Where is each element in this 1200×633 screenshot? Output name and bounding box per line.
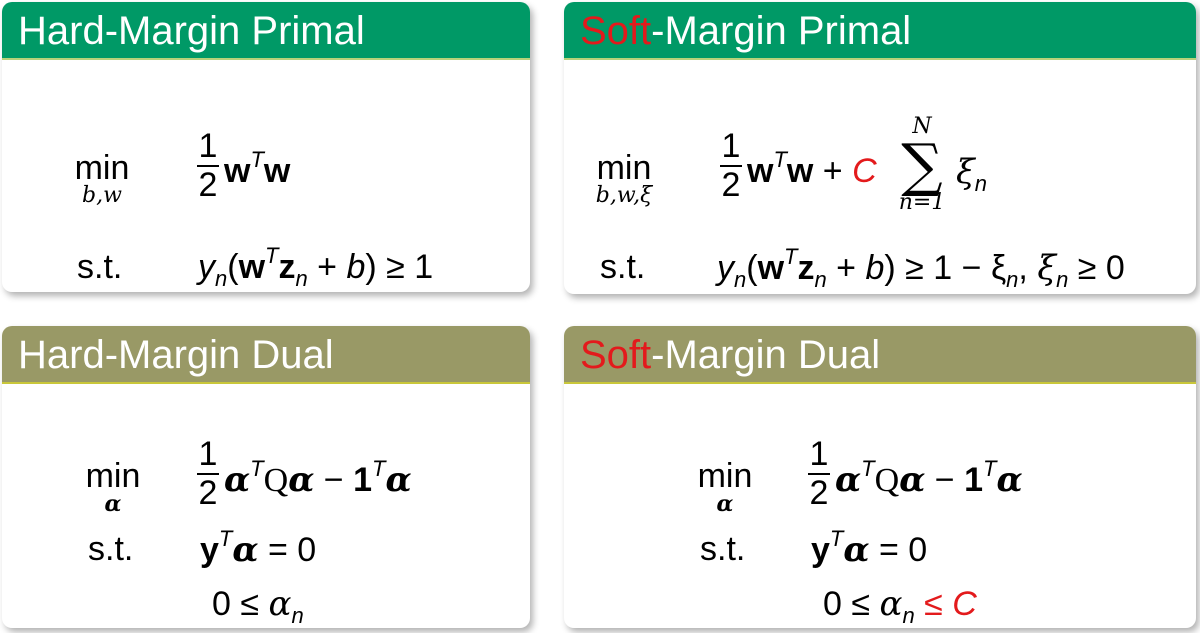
objective-expression: wTw — [224, 147, 291, 191]
bound-constraint: 0 ≤ αn — [212, 584, 304, 628]
summation-symbol: N ∑ n=1 — [898, 114, 946, 215]
min-operator: min b,w — [74, 149, 130, 208]
st-label: s.t. — [600, 248, 646, 286]
block-title: Soft-Margin Primal — [564, 2, 1196, 60]
constraint-expression: yn(wTzn + b) ≥ 1 − ξn, ξn ≥ 0 — [717, 244, 1125, 292]
objective-expression: αTQα − 1Tα — [224, 456, 412, 501]
slack-term: ξn — [956, 152, 987, 196]
block-title: Hard-Margin Primal — [2, 2, 530, 60]
equality-constraint: yTα = 0 — [811, 526, 928, 571]
min-operator: min b,w,ξ — [595, 149, 653, 208]
bound-constraint: 0 ≤ αn ≤ C — [823, 584, 977, 628]
block-title: Soft-Margin Dual — [564, 326, 1196, 384]
st-label: s.t. — [700, 530, 746, 568]
min-operator: min α — [697, 457, 753, 517]
equality-constraint: yTα = 0 — [200, 526, 317, 571]
constraint-expression: yn(wTzn + b) ≥ 1 — [198, 243, 434, 291]
st-label: s.t. — [88, 530, 134, 568]
st-label: s.t. — [77, 248, 123, 286]
objective-expression: αTQα − 1Tα — [835, 456, 1023, 501]
objective-expression: wTw + C — [747, 147, 877, 191]
min-operator: min α — [85, 457, 141, 517]
block-title: Hard-Margin Dual — [2, 326, 530, 384]
